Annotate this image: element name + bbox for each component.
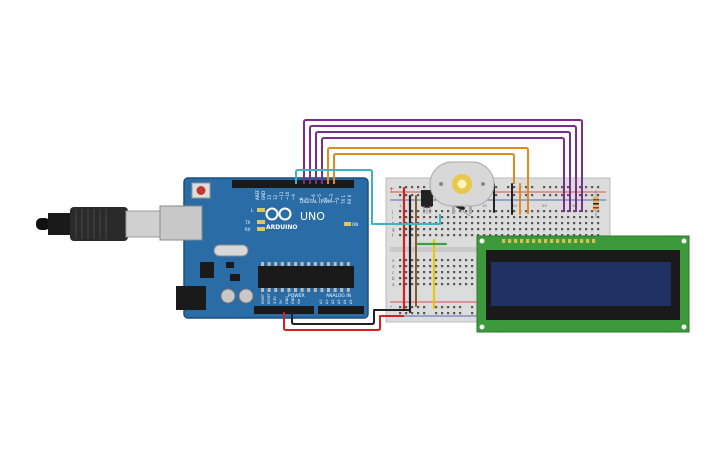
wire-orange-2	[333, 153, 515, 184]
chip-pins	[261, 262, 350, 292]
wire-black-gnd	[291, 309, 410, 325]
row-letter-f: f	[392, 233, 394, 238]
digital-pin-10: ~10	[285, 191, 290, 200]
col-number-20: 20	[512, 203, 517, 208]
rail-plus-label: +	[389, 186, 394, 193]
led-rx-label: RX	[245, 227, 251, 232]
breadboard-jumpers	[402, 183, 521, 314]
analog-pin-a1: A1	[325, 300, 329, 304]
lcd-module	[476, 235, 690, 333]
arduino-brand: ARDUINO	[266, 224, 297, 231]
analog-pin-a2: A2	[331, 300, 335, 304]
row-letter-d: d	[392, 264, 395, 269]
power-header	[254, 306, 314, 314]
power-label: POWER	[288, 293, 305, 299]
analog-pin-a3: A3	[337, 300, 341, 304]
digital-pin-3: ~3	[329, 194, 334, 200]
gnd-label: GND	[261, 191, 266, 200]
arduino-logo-icon	[265, 207, 292, 221]
wire-purple-3	[315, 131, 571, 212]
lcd-screen	[491, 262, 671, 306]
col-number-25: 25	[542, 203, 547, 208]
microcontroller-chip	[258, 266, 354, 288]
on-label: ON	[352, 222, 358, 227]
digital-pin-0: RX 0	[347, 194, 352, 204]
led-on	[344, 222, 351, 226]
digital-pin-5: ~5	[317, 194, 322, 200]
wires	[283, 119, 583, 331]
digital-pin-4: 4	[323, 197, 328, 200]
wire-purple-4	[321, 137, 565, 212]
power-pin-3v3: 3.3V	[273, 296, 277, 304]
row-letter-j: j	[391, 209, 393, 214]
digital-pin-11: ~11	[279, 191, 284, 200]
digital-pin-7: 7	[305, 197, 310, 200]
analog-pin-a4: A4	[343, 300, 347, 304]
digital-header	[232, 180, 354, 188]
digital-pin-9: ~9	[291, 194, 296, 200]
arduino-uno-board: 13 12 ~11 ~10 ~9 8 7 ~6 ~5 4 ~3 2 TX 1 R…	[159, 177, 369, 319]
row-letter-b: b	[392, 276, 395, 281]
power-pin-vin: Vin	[297, 299, 301, 304]
lcd-pins	[502, 239, 596, 243]
row-letter-a: a	[392, 282, 395, 287]
row-letter-c: c	[392, 270, 394, 275]
digital-pin-13: 13	[267, 194, 272, 200]
digital-pin-1: TX 1	[341, 195, 346, 205]
digital-pin-2: 2	[335, 197, 340, 200]
npn-transistor	[421, 190, 433, 214]
analog-header	[318, 306, 364, 314]
row-letter-i: i	[392, 215, 393, 220]
col-number-1: 1	[399, 203, 402, 208]
col-number-15: 15	[482, 203, 487, 208]
analog-pin-a5: A5	[349, 300, 353, 304]
resistor	[593, 190, 599, 218]
wire-purple-2	[309, 125, 577, 212]
row-letter-g: g	[392, 227, 395, 232]
led-tx-label: TX	[244, 220, 250, 225]
analog-pin-a0: A0	[319, 300, 323, 304]
led-l-label: L	[251, 208, 254, 213]
power-pin-gnd2: GND	[291, 296, 295, 304]
digital-label: DIGITAL (PWM~)	[300, 199, 338, 205]
power-pin-ioref: IOREF	[261, 294, 265, 304]
col-number-30: 30	[572, 203, 577, 208]
usb-cable	[36, 207, 163, 241]
wire-teal	[295, 169, 441, 225]
power-pin-5v: 5V	[279, 299, 283, 304]
wire-orange-1	[327, 147, 529, 214]
voltage-regulator	[200, 262, 214, 278]
capacitor-2	[238, 288, 254, 304]
aref-label: AREF	[255, 189, 260, 200]
analog-label: ANALOG IN	[326, 293, 351, 299]
usb-port	[159, 205, 203, 241]
digital-pin-8: 8	[299, 197, 304, 200]
dc-motor	[429, 161, 495, 214]
power-pin-reset: RESET	[267, 292, 271, 304]
led-rx	[257, 227, 265, 231]
capacitor-1	[220, 288, 236, 304]
led-l	[257, 208, 265, 212]
power-jack	[176, 286, 206, 310]
digital-pin-12: 12	[273, 194, 278, 200]
led-tx	[257, 220, 265, 224]
rail-minus-label: -	[390, 303, 392, 310]
row-letter-e: e	[392, 258, 395, 263]
digital-pin-6: ~6	[311, 194, 316, 200]
arduino-model: UNO	[300, 210, 325, 223]
crystal	[213, 244, 249, 257]
wire-red-power	[283, 312, 404, 331]
wire-purple-1	[303, 119, 583, 212]
power-pin-gnd1: GND	[285, 296, 289, 304]
